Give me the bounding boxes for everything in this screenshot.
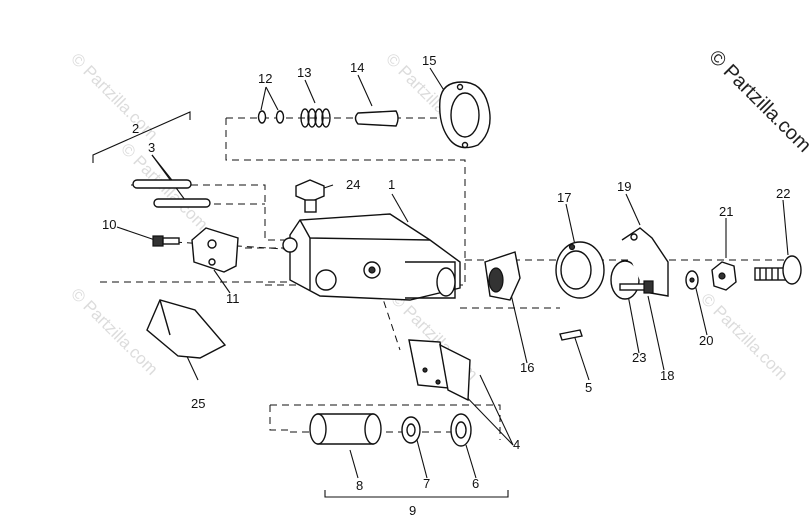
callout-9: 9: [409, 503, 416, 518]
callout-15: 15: [422, 53, 436, 68]
callout-14: 14: [350, 60, 364, 75]
callout-7: 7: [423, 476, 430, 491]
callout-6: 6: [472, 476, 479, 491]
callout-labels: 1 2 3 4 5 6 7 8 9 10 11 12 13 14 15 16 1…: [102, 53, 790, 518]
callout-1: 1: [388, 177, 395, 192]
callout-12: 12: [258, 71, 272, 86]
part-21-nut: [711, 261, 737, 291]
callout-10: 10: [102, 217, 116, 232]
part-25-bracket: [146, 299, 227, 359]
callout-11: 11: [226, 291, 240, 306]
part-13-spring: [300, 108, 331, 128]
watermark-text: © Partzilla.com: [67, 284, 161, 378]
part-18-bolt: [619, 280, 654, 294]
callout-5: 5: [585, 380, 592, 395]
callout-25: 25: [191, 396, 205, 411]
part-14-plunger: [354, 110, 399, 127]
part-12-o-rings: [257, 110, 285, 124]
part-20-washer: [685, 270, 699, 290]
part-8-cylinder: [309, 413, 382, 445]
part-1-body: [282, 213, 461, 301]
part-6-washer: [450, 413, 472, 447]
callout-4: 4: [513, 437, 520, 452]
callout-20: 20: [699, 333, 713, 348]
part-7-seal: [401, 416, 421, 444]
callout-24: 24: [346, 177, 360, 192]
callout-22: 22: [776, 186, 790, 201]
callout-16: 16: [520, 360, 534, 375]
callout-17: 17: [557, 190, 571, 205]
part-4-pads: [408, 339, 471, 402]
callout-2: 2: [132, 121, 139, 136]
part-11-plate: [191, 227, 239, 273]
part-3-pins: [132, 179, 211, 208]
callout-13: 13: [297, 65, 311, 80]
part-17-cap: [555, 241, 605, 299]
part-15-gasket: [439, 81, 491, 149]
part-22-knob: [754, 255, 802, 285]
callout-18: 18: [660, 368, 674, 383]
watermark-text: © Partzilla.com: [67, 49, 161, 143]
part-16-bearing: [484, 251, 521, 301]
callout-23: 23: [632, 350, 646, 365]
part-10-bolt: [152, 235, 180, 247]
callout-19: 19: [617, 179, 631, 194]
callout-3: 3: [148, 140, 155, 155]
leader-lines: [92, 67, 789, 498]
corner-watermark: © Partzilla.com: [704, 46, 810, 157]
part-24-fitting: [295, 179, 325, 213]
callout-21: 21: [719, 204, 733, 219]
part-5-screw: [559, 329, 583, 341]
callout-8: 8: [356, 478, 363, 493]
